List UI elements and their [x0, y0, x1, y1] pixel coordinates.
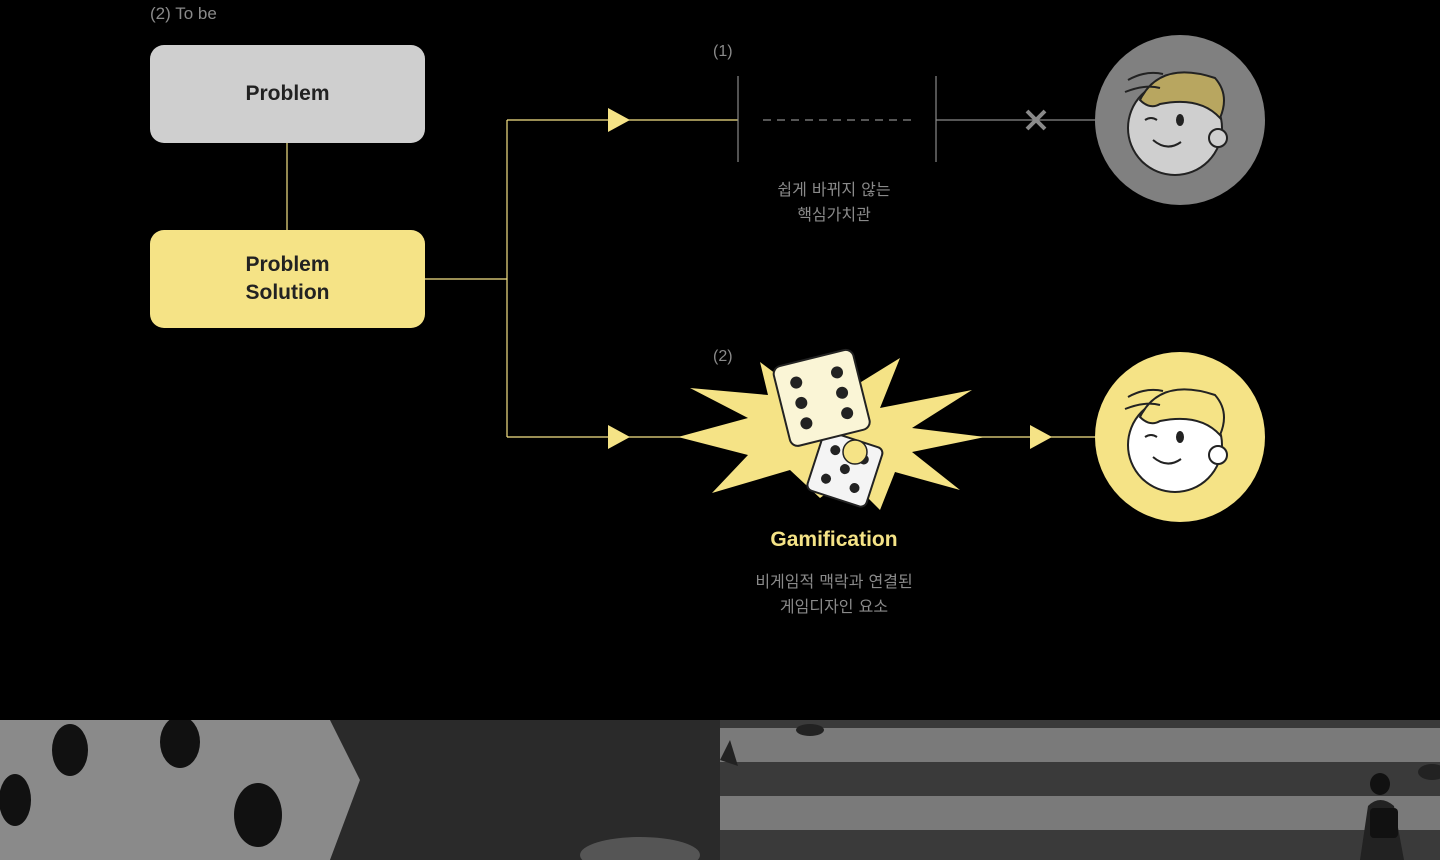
path2-caption-line2: 게임디자인 요소 [779, 597, 889, 616]
path1-caption: 쉽게 바뀌지 않는 핵심가치관 [704, 177, 964, 227]
diagram-connectors [286, 35, 1265, 522]
problem-solution-box: Problem Solution [150, 230, 425, 328]
face-yellow-icon [1095, 352, 1265, 522]
path2-caption-line1: 비게임적 맥락과 연결된 [755, 572, 913, 591]
path1-caption-line2: 핵심가치관 [797, 205, 871, 224]
path1-arrow-icon [608, 108, 630, 132]
cross-icon [1025, 109, 1047, 131]
face-grey-icon [1095, 35, 1265, 205]
step-number-1: (1) [713, 43, 733, 60]
step-number-2: (2) [713, 348, 733, 365]
gamification-title: Gamification [770, 528, 898, 551]
problem-box: Problem [150, 45, 425, 143]
dice-photo [0, 720, 720, 860]
crosswalk-photo [720, 720, 1440, 860]
path2-end-arrow-icon [1030, 425, 1052, 449]
path2-arrow-icon [608, 425, 630, 449]
path2-caption: 비게임적 맥락과 연결된 게임디자인 요소 [704, 569, 964, 619]
section-label: (2) To be [150, 4, 217, 23]
dice-burst-icon [678, 348, 985, 510]
path1-caption-line1: 쉽게 바뀌지 않는 [777, 180, 891, 199]
